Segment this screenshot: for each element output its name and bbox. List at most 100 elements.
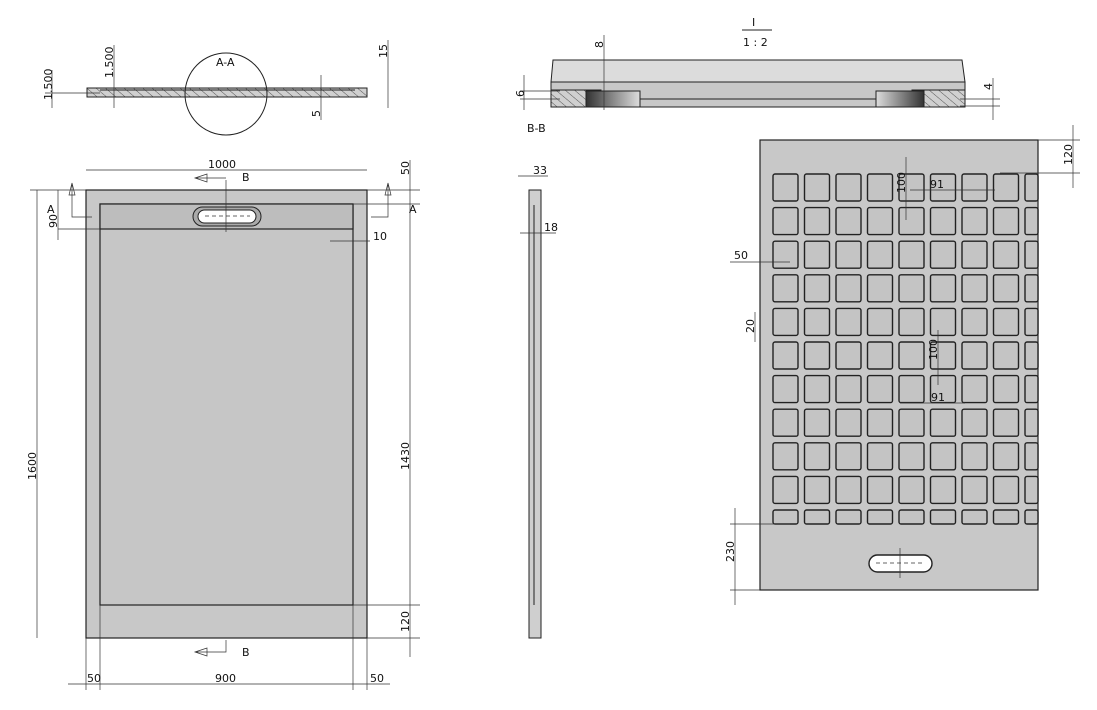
dim-bottom: 120 bbox=[399, 611, 412, 632]
dim-gap: 20 bbox=[744, 319, 757, 333]
rib-cell bbox=[961, 475, 988, 505]
rib-cell bbox=[835, 274, 862, 303]
dim-aa-slope: 15 bbox=[377, 44, 390, 58]
rib-cell bbox=[803, 475, 831, 505]
rib-cell bbox=[803, 206, 831, 236]
rib-cell bbox=[866, 206, 894, 236]
bottom-view: 120 100 91 50 20 100 91 230 bbox=[724, 125, 1080, 605]
rib-cell bbox=[803, 442, 831, 471]
rib-cell bbox=[929, 509, 957, 525]
rib-cell bbox=[898, 307, 925, 337]
rib-cell bbox=[772, 509, 799, 525]
dim-side: 10 bbox=[373, 230, 387, 243]
dim-bb-top: 8 bbox=[593, 41, 606, 48]
rib-cell bbox=[961, 173, 988, 202]
rib-cell bbox=[772, 206, 799, 236]
rib-cell bbox=[898, 341, 925, 370]
rib-cell bbox=[898, 240, 925, 269]
rib-cell bbox=[772, 475, 799, 505]
rib-cell bbox=[866, 173, 894, 202]
rib-cell bbox=[1024, 173, 1039, 202]
rib-cell bbox=[866, 442, 894, 471]
side-view: 33 18 bbox=[518, 164, 558, 639]
bottom-drain-hole bbox=[868, 554, 933, 573]
rib-cell bbox=[1024, 206, 1039, 236]
rib-cell bbox=[898, 442, 925, 471]
rib-cell bbox=[898, 475, 925, 505]
rib-cell bbox=[866, 274, 894, 303]
rib-cell bbox=[898, 274, 925, 303]
drain-hole bbox=[197, 209, 257, 224]
rib-grid bbox=[772, 173, 1039, 525]
section-aa-view: A-A 1.500 1.500 15 5 bbox=[42, 40, 390, 136]
rib-cell bbox=[992, 341, 1020, 370]
rib-cell bbox=[1024, 274, 1039, 303]
rib-cell bbox=[772, 374, 799, 404]
section-b-bottom: B bbox=[242, 646, 250, 659]
dim-side-base: 18 bbox=[544, 221, 558, 234]
rib-cell bbox=[866, 374, 894, 404]
dim-bottom-top: 120 bbox=[1062, 144, 1075, 165]
rib-cell bbox=[1024, 307, 1039, 337]
rib-cell bbox=[803, 374, 831, 404]
rib-cell bbox=[803, 240, 831, 269]
top-view: 1000 B B A A 1600 90 50 1430 120 10 50 9… bbox=[26, 158, 420, 690]
rib-cell bbox=[992, 173, 1020, 202]
detail-circle bbox=[184, 52, 268, 136]
rib-cell bbox=[772, 341, 799, 370]
rib-cell bbox=[1024, 442, 1039, 471]
rib-cell bbox=[1024, 374, 1039, 404]
rib-cell bbox=[803, 274, 831, 303]
rib-cell bbox=[961, 240, 988, 269]
rib-cell bbox=[866, 475, 894, 505]
scale-label: 1 : 2 bbox=[743, 36, 768, 49]
rib-cell bbox=[866, 509, 894, 525]
rib-cell bbox=[803, 307, 831, 337]
rib-cell bbox=[992, 274, 1020, 303]
rib-cell bbox=[835, 206, 862, 236]
rib-cell bbox=[803, 341, 831, 370]
rib-cell bbox=[992, 475, 1020, 505]
rib-cell bbox=[961, 307, 988, 337]
dim-aa-edge: 5 bbox=[310, 110, 323, 117]
rib-cell bbox=[1024, 341, 1039, 370]
rib-cell bbox=[961, 509, 988, 525]
dim-bb-right: 4 bbox=[982, 83, 995, 90]
rib-cell bbox=[866, 240, 894, 269]
rib-cell bbox=[1024, 509, 1039, 525]
rib-cell bbox=[835, 341, 862, 370]
rib-cell bbox=[1024, 240, 1039, 269]
dim-inner-length: 1430 bbox=[399, 442, 412, 470]
rib-cell bbox=[961, 274, 988, 303]
section-b-top: B bbox=[242, 171, 250, 184]
rib-cell bbox=[929, 274, 957, 303]
section-aa-label: A-A bbox=[216, 56, 235, 69]
rib-cell bbox=[929, 240, 957, 269]
section-a-left: A bbox=[47, 203, 55, 216]
dim-pitch-v2: 100 bbox=[927, 339, 940, 360]
section-aa-profile bbox=[86, 87, 368, 98]
rib-cell bbox=[992, 509, 1020, 525]
rib-cell bbox=[835, 307, 862, 337]
rib-cell bbox=[898, 509, 925, 525]
rib-cell bbox=[835, 442, 862, 471]
rib-cell bbox=[898, 173, 925, 202]
rib-cell bbox=[866, 408, 894, 437]
rib-cell bbox=[772, 408, 799, 437]
rib-cell bbox=[961, 374, 988, 404]
dim-pitch-v: 100 bbox=[895, 172, 908, 193]
rib-cell bbox=[961, 206, 988, 236]
rib-cell bbox=[772, 307, 799, 337]
rib-cell bbox=[929, 206, 957, 236]
section-a-right: A bbox=[409, 203, 417, 216]
dim-inner-width: 900 bbox=[215, 672, 236, 685]
rib-cell bbox=[772, 173, 799, 202]
rib-cell bbox=[772, 442, 799, 471]
rib-cell bbox=[992, 206, 1020, 236]
rib-cell bbox=[898, 408, 925, 437]
rib-cell bbox=[992, 240, 1020, 269]
section-bb-label: B-B bbox=[527, 122, 546, 135]
rib-cell bbox=[835, 240, 862, 269]
rib-cell bbox=[803, 509, 831, 525]
